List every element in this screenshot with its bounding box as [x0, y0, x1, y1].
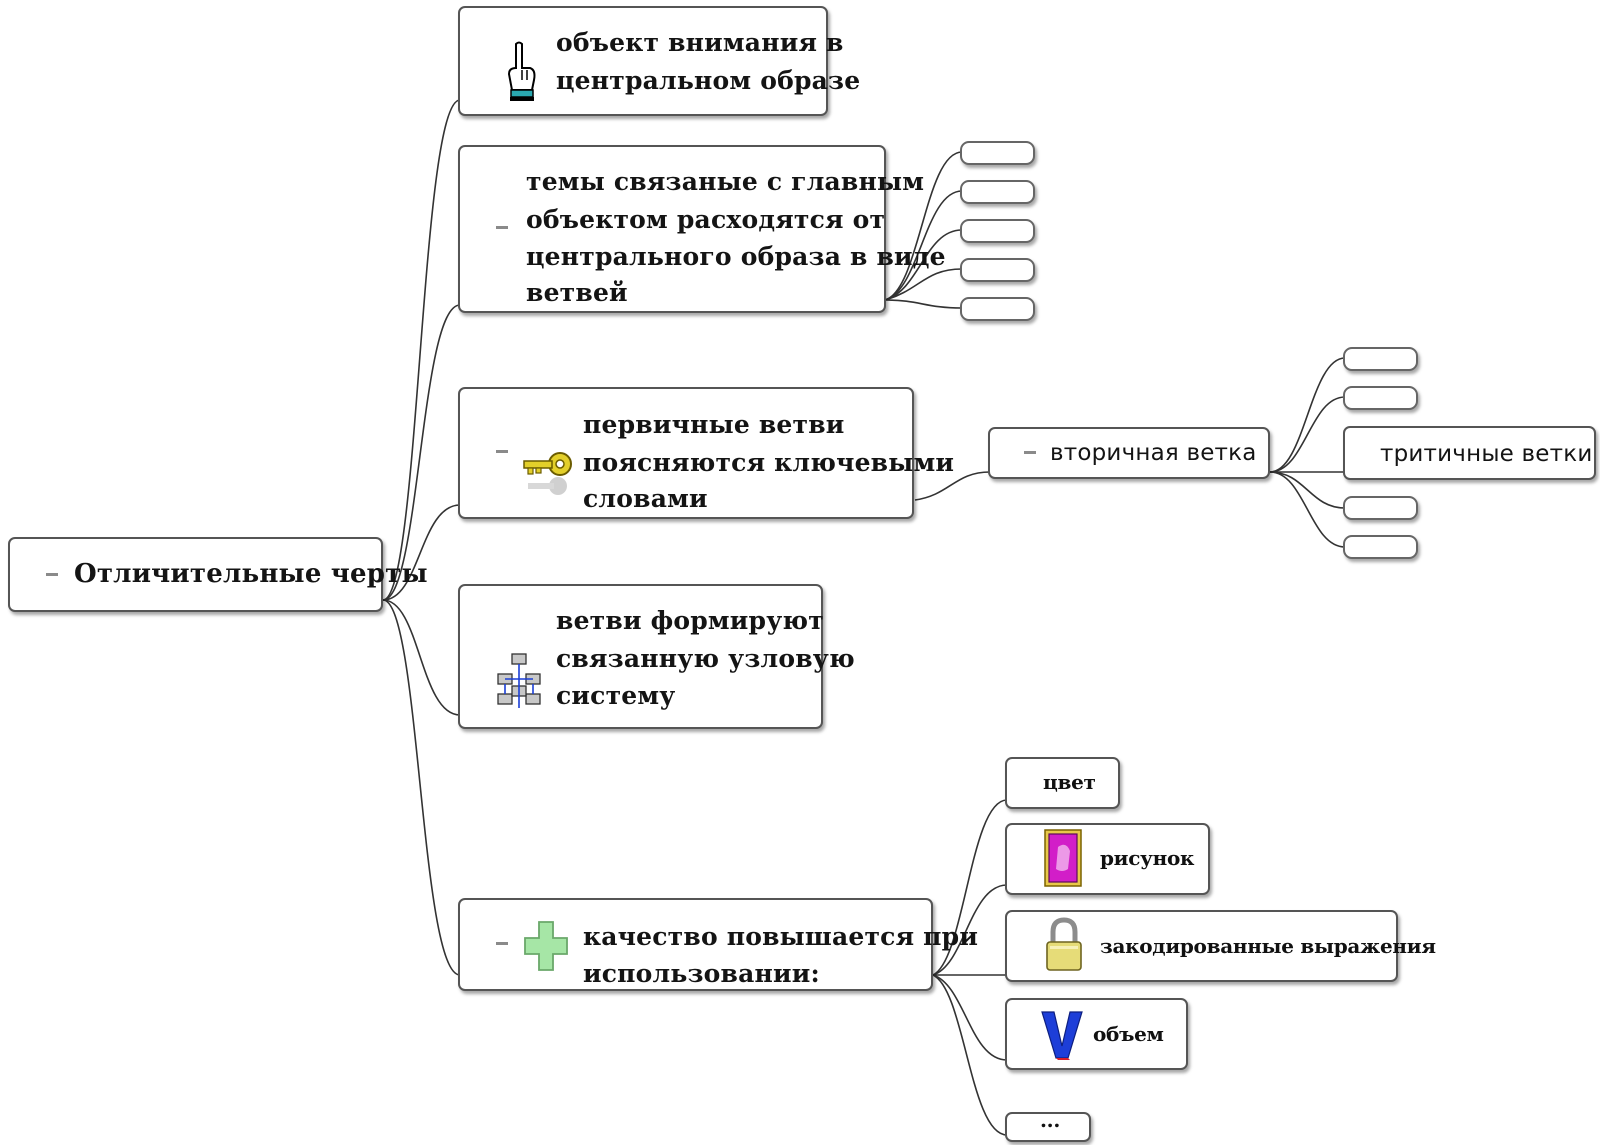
branch-b3-line-2: поясняются ключевыми	[583, 448, 955, 477]
link-b5-u5	[932, 974, 1008, 1136]
link-b2-e1	[884, 151, 963, 301]
link-b5-u2	[932, 884, 1008, 976]
picture-icon	[1044, 829, 1082, 887]
branch-b2-line-3: центрального образа в виде	[526, 242, 946, 271]
tertiary-node[interactable]	[1343, 426, 1596, 480]
branch-node-b3[interactable]	[458, 387, 914, 519]
usage-item-label: рисунок	[1100, 846, 1195, 870]
empty-node[interactable]	[960, 141, 1035, 165]
usage-item-more[interactable]	[1005, 1112, 1091, 1142]
collapse-minus-icon[interactable]	[496, 226, 508, 229]
pointing-hand-icon	[507, 41, 536, 101]
plus-icon	[524, 921, 568, 971]
link-b2-e3	[884, 229, 963, 301]
empty-node[interactable]	[960, 258, 1035, 282]
link-b5-u1	[932, 799, 1008, 976]
root-node[interactable]	[8, 537, 383, 612]
link-root-b2	[382, 304, 461, 601]
tertiary-label: тритичные ветки	[1380, 441, 1593, 467]
empty-node[interactable]	[960, 219, 1035, 243]
usage-item-label: объем	[1093, 1022, 1164, 1046]
link-root-b1	[382, 99, 461, 601]
lock-icon	[1046, 917, 1082, 971]
empty-node[interactable]	[960, 180, 1035, 204]
collapse-minus-icon[interactable]	[1024, 451, 1036, 454]
empty-node[interactable]	[1343, 386, 1418, 410]
branch-b5-line-1: качество повышается при	[583, 922, 979, 951]
network-icon	[497, 653, 541, 708]
link-sec-t1	[1269, 357, 1346, 473]
branch-b2-line-2: объектом расходятся от	[526, 205, 886, 234]
usage-item-picture[interactable]	[1005, 823, 1210, 895]
link-b2-e2	[884, 190, 963, 301]
empty-node[interactable]	[960, 297, 1035, 321]
root-label: Отличительные черты	[74, 559, 428, 589]
usage-item-volume[interactable]	[1005, 998, 1188, 1070]
branch-b4-line-3: систему	[556, 681, 676, 710]
link-b5-u4	[932, 974, 1008, 1061]
secondary-label: вторичная ветка	[1050, 440, 1257, 466]
usage-item-label: цвет	[1043, 770, 1096, 794]
key-icon	[523, 452, 572, 495]
branch-b1-line-1: объект внимания в	[556, 28, 844, 57]
link-sec-t4	[1269, 471, 1346, 509]
branch-b4-line-2: связанную узловую	[556, 644, 855, 673]
empty-node[interactable]	[1343, 535, 1418, 559]
branch-node-b2[interactable]	[458, 145, 886, 313]
link-root-b3	[382, 504, 461, 601]
v-letter-icon	[1041, 1011, 1083, 1060]
collapse-minus-icon[interactable]	[496, 942, 508, 945]
branch-b3-line-1: первичные ветви	[583, 410, 845, 439]
branch-b4-line-1: ветви формируют	[556, 606, 824, 635]
empty-node[interactable]	[1343, 347, 1418, 371]
branch-b2-line-1: темы связаные с главным	[526, 167, 925, 196]
link-b3-secondary	[914, 471, 991, 501]
link-root-b5	[382, 599, 461, 976]
link-sec-t5	[1269, 471, 1346, 548]
branch-b3-line-3: словами	[583, 484, 708, 513]
branch-b1-line-2: центральном образе	[556, 66, 861, 95]
link-root-b4	[382, 599, 461, 716]
empty-node[interactable]	[1343, 496, 1418, 520]
usage-item-label: ...	[1040, 1108, 1060, 1132]
link-b2-e5	[884, 299, 963, 309]
link-sec-t2	[1269, 396, 1346, 473]
usage-item-color[interactable]	[1005, 757, 1120, 809]
branch-b5-line-2: использовании:	[583, 959, 820, 988]
link-b2-e4	[884, 268, 963, 301]
collapse-minus-icon[interactable]	[46, 573, 58, 576]
usage-item-label: закодированные выражения	[1100, 934, 1436, 958]
collapse-minus-icon[interactable]	[496, 450, 508, 453]
branch-b2-line-4: ветвей	[526, 278, 628, 307]
